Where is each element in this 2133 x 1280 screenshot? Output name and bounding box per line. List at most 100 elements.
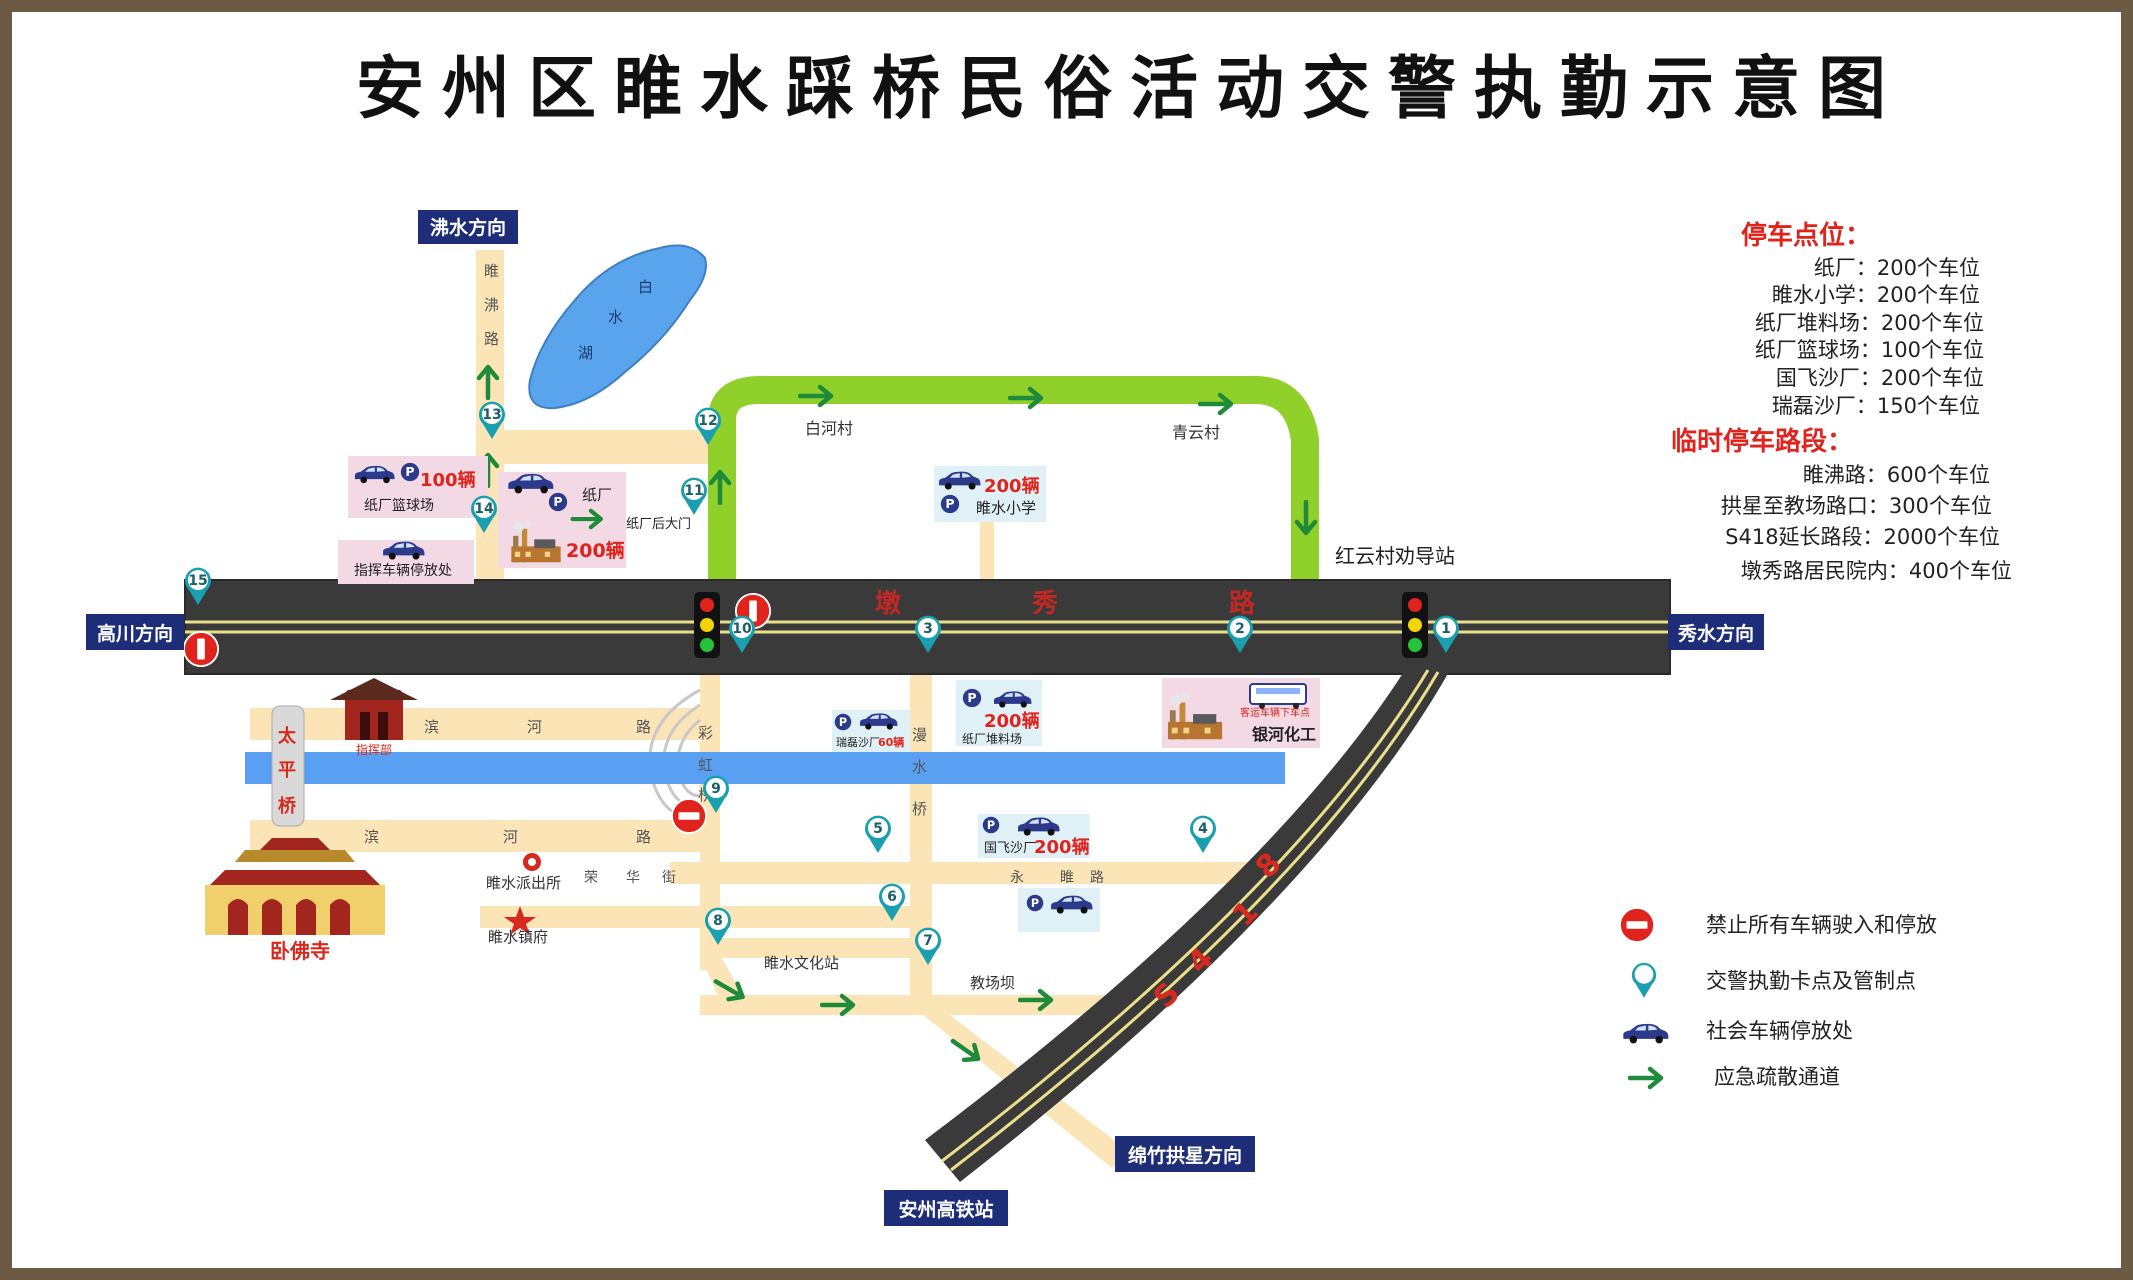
- svg-text:纸厂篮球场：100个车位: 纸厂篮球场：100个车位: [1755, 338, 1984, 362]
- baihe-village-label: 白河村: [805, 419, 853, 438]
- yinhe-name: 银河化工: [1252, 725, 1316, 744]
- court-name: 纸厂篮球场: [364, 498, 434, 514]
- checkpoint-number: 3: [923, 621, 933, 637]
- court-count: 100辆: [420, 469, 476, 491]
- checkpoint-pin-3: 3: [915, 615, 941, 653]
- checkpoint-pin-1: 1: [1433, 615, 1459, 653]
- parking-info: 停车点位： 纸厂：200个车位 睢水小学：200个车位 纸厂堆料场：200个车位…: [1671, 220, 2012, 583]
- zhichang-name: 纸厂: [582, 486, 612, 504]
- ronghua-2: 华: [626, 870, 640, 886]
- taiping-2: 平: [278, 760, 296, 781]
- checkpoint-pin-11: 11: [681, 477, 707, 515]
- star-icon: [504, 906, 536, 935]
- checkpoint-number: 13: [482, 407, 501, 423]
- parking-p-icon: [982, 816, 1000, 834]
- suifei-road-label-3: 路: [484, 330, 499, 348]
- legend: 禁止所有车辆驶入和停放 交警执勤卡点及管制点 社会车辆停放处 应急疏散通道: [1618, 906, 1937, 1089]
- binhe-bottom-1: 滨: [364, 828, 379, 846]
- checkpoint-number: 8: [713, 913, 723, 929]
- command-parking-label: 指挥车辆停放处: [354, 562, 452, 579]
- baishui-lake: [528, 244, 707, 410]
- suifei-road-label-2: 沸: [484, 296, 499, 314]
- legend-parking: 社会车辆停放处: [1706, 1019, 1853, 1043]
- legend-evacuation: 应急疏散通道: [1714, 1065, 1840, 1089]
- guofei-name: 国飞沙厂: [984, 841, 1036, 856]
- svg-text:纸厂堆料场：200个车位: 纸厂堆料场：200个车位: [1755, 311, 1984, 335]
- suifei-road-label-1: 睢: [484, 262, 499, 280]
- checkpoint-number: 12: [698, 413, 717, 429]
- lake-label-2: 水: [608, 308, 623, 326]
- jiaochangba-label: 教场坝: [970, 974, 1015, 992]
- command-post-label: 指挥部: [356, 742, 392, 757]
- culture-station-label: 睢水文化站: [764, 954, 839, 972]
- svg-text:纸厂：200个车位: 纸厂：200个车位: [1814, 256, 1980, 280]
- checkpoint-number: 6: [887, 889, 897, 905]
- checkpoint-pin-9: 9: [703, 775, 729, 813]
- binhe-top-2: 河: [527, 718, 542, 736]
- parking-p-icon: [834, 713, 852, 731]
- checkpoint-number: 14: [474, 501, 494, 517]
- direction-mianzhu: 绵竹拱星方向: [1115, 1136, 1255, 1172]
- legend-checkpoint: 交警执勤卡点及管制点: [1706, 969, 1916, 993]
- svg-text:临时停车路段：: 临时停车路段：: [1671, 426, 1853, 457]
- river: [245, 752, 1285, 784]
- taiping-bridge: [271, 705, 305, 827]
- police-icon: [523, 853, 541, 871]
- checkpoint-pin-10: 10: [729, 615, 755, 653]
- binhe-bottom-3: 路: [636, 828, 651, 846]
- guofei-count: 200辆: [1034, 836, 1090, 858]
- checkpoint-number: 1: [1441, 621, 1451, 637]
- hongyun-station-label: 红云村劝导站: [1335, 544, 1455, 568]
- binhe-top-3: 路: [636, 718, 651, 736]
- svg-text:睢水小学：200个车位: 睢水小学：200个车位: [1772, 283, 1980, 307]
- zhichang-gate-label: 纸厂后大门: [626, 517, 691, 532]
- yard-name: 纸厂堆料场: [962, 732, 1022, 746]
- checkpoint-pin-2: 2: [1227, 615, 1253, 653]
- checkpoint-pin-15: 15: [185, 567, 211, 605]
- checkpoint-number: 10: [732, 621, 752, 637]
- svg-text:秀水方向: 秀水方向: [1677, 622, 1754, 645]
- caihong-1: 彩: [698, 724, 713, 742]
- parking-p-icon: [962, 688, 982, 708]
- yongsui-1: 永: [1010, 870, 1024, 886]
- checkpoint-pin-4: 4: [1190, 815, 1216, 853]
- taiping-1: 太: [278, 725, 297, 747]
- checkpoint-pin-7: 7: [915, 927, 941, 965]
- s418-road: [925, 669, 1450, 1182]
- svg-text:墩秀路居民院内：400个车位: 墩秀路居民院内：400个车位: [1741, 559, 2012, 583]
- town-gov-label: 睢水镇府: [488, 928, 548, 946]
- svg-text:瑞磊沙厂：150个车位: 瑞磊沙厂：150个车位: [1772, 394, 1980, 418]
- no-entry-icon-caihong: [670, 797, 708, 835]
- manshui-2: 水: [912, 758, 927, 776]
- checkpoint-pin-5: 5: [865, 815, 891, 853]
- binhe-top-1: 滨: [424, 718, 439, 736]
- lake-label-3: 湖: [578, 344, 593, 362]
- parking-p-icon: [548, 492, 568, 512]
- ronghua-3: 街: [662, 870, 676, 886]
- svg-text:停车点位：: 停车点位：: [1741, 220, 1871, 251]
- manshui-3: 桥: [912, 800, 927, 818]
- ruilei-name: 瑞磊沙厂: [836, 735, 880, 749]
- checkpoint-number: 4: [1198, 821, 1208, 837]
- svg-text:国飞沙厂：200个车位: 国飞沙厂：200个车位: [1776, 366, 1984, 390]
- green-evacuation-route: [708, 376, 1319, 580]
- svg-text:S418延长路段：2000个车位: S418延长路段：2000个车位: [1725, 525, 2000, 549]
- svg-text:拱星至教场路口：300个车位: 拱星至教场路口：300个车位: [1721, 494, 1992, 518]
- checkpoint-number: 7: [923, 933, 933, 949]
- page-title: 安州区睢水踩桥民俗活动交警执勤示意图: [356, 50, 1904, 129]
- side-roads: [250, 250, 1250, 1168]
- traffic-light-icon-east: [1402, 592, 1428, 658]
- bus-icon: [1249, 683, 1307, 709]
- yongsui-2: 睢: [1060, 870, 1074, 886]
- checkpoint-number: 5: [873, 821, 883, 837]
- checkpoint-pin-12: 12: [695, 407, 721, 445]
- traffic-light-icon-west: [694, 592, 720, 658]
- svg-text:高川方向: 高川方向: [97, 622, 173, 645]
- direction-gaotie: 安州高铁站: [884, 1190, 1008, 1226]
- school-name: 睢水小学: [976, 499, 1036, 517]
- no-entry-icon-gaochuan: [182, 630, 220, 668]
- checkpoint-pin-8: 8: [705, 907, 731, 945]
- checkpoint-number: 2: [1235, 621, 1245, 637]
- manshui-1: 漫: [912, 726, 927, 744]
